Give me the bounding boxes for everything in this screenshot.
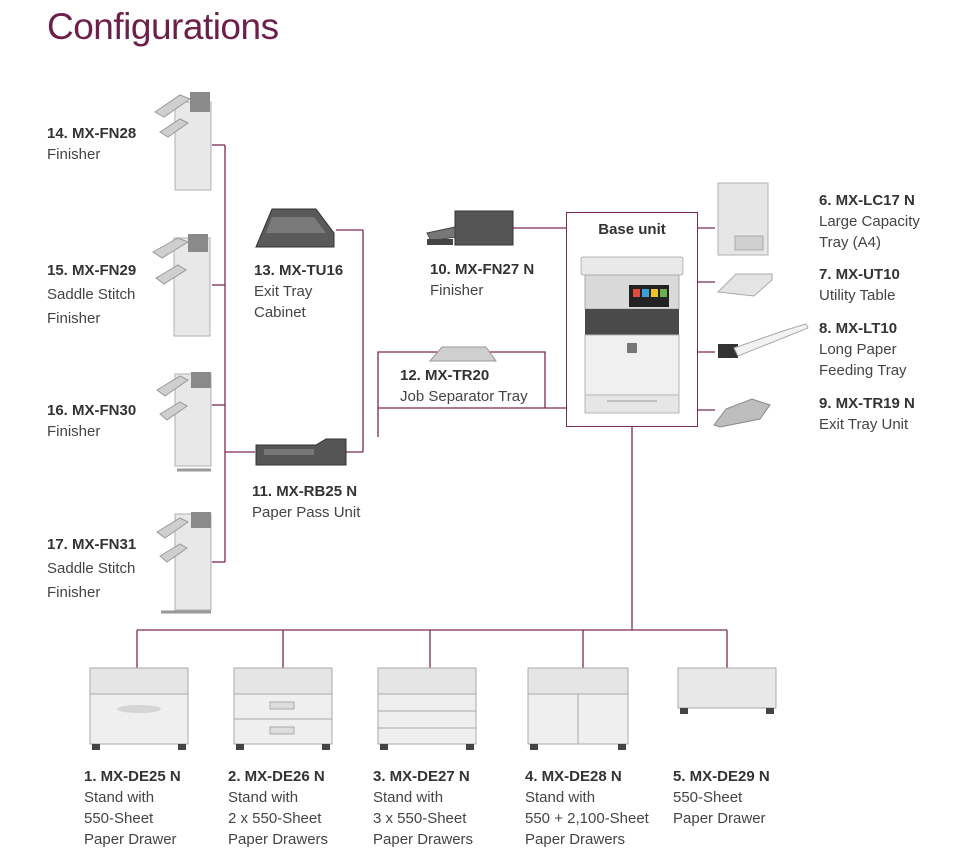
stand-de26-icon: [233, 667, 333, 750]
label-option-11: 11. MX-RB25 N Paper Pass Unit: [252, 483, 361, 521]
finisher-fn27-icon: [426, 210, 514, 246]
finisher-fn28-icon: [154, 92, 212, 191]
base-unit-box: Base unit: [566, 212, 698, 427]
mfp-device-icon: [580, 256, 684, 414]
page-title: Configurations: [47, 6, 279, 47]
exit-tray-unit-icon: [713, 398, 771, 428]
finisher-fn29-icon: [152, 234, 211, 337]
finisher-fn31-icon: [156, 512, 212, 614]
long-paper-feeding-tray-icon: [718, 323, 809, 358]
utility-table-icon: [716, 273, 773, 297]
exit-tray-cabinet-icon: [255, 208, 335, 248]
job-separator-tray-icon: [428, 346, 497, 362]
label-option-10: 10. MX-FN27 N Finisher: [430, 261, 535, 299]
large-capacity-tray-icon: [717, 182, 769, 256]
paper-pass-unit-icon: [255, 438, 347, 466]
label-option-7: 7. MX-UT10 Utility Table: [819, 266, 900, 304]
base-unit-label: Base unit: [598, 221, 666, 238]
stand-de27-icon: [377, 667, 477, 750]
paper-drawer-de29-icon: [677, 667, 777, 714]
stand-de28-icon: [527, 667, 629, 750]
label-option-9: 9. MX-TR19 N Exit Tray Unit: [819, 395, 915, 433]
label-option-14: 14. MX-FN28 Finisher: [47, 125, 137, 163]
finisher-fn30-icon: [156, 372, 212, 472]
label-option-16: 16. MX-FN30 Finisher: [47, 402, 137, 440]
stand-de25-icon: [89, 667, 189, 750]
label-option-12: 12. MX-TR20 Job Separator Tray: [400, 367, 528, 405]
